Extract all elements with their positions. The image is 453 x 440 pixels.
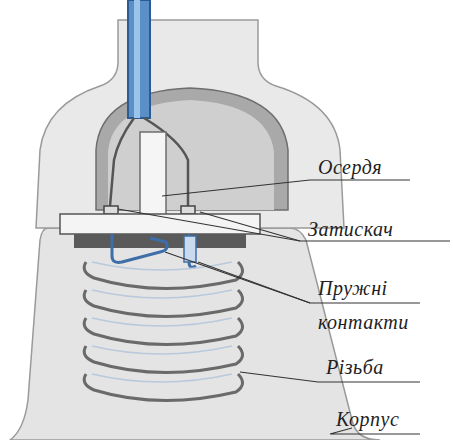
part-label: Корпус bbox=[336, 402, 446, 436]
housing-cap bbox=[36, 20, 344, 228]
thread-turn bbox=[84, 290, 242, 317]
part-label: Пружні контакти bbox=[318, 271, 446, 339]
thread-line bbox=[92, 318, 232, 326]
part-label: Різьба bbox=[326, 350, 436, 384]
thread-inner bbox=[92, 262, 232, 382]
cable-highlight bbox=[134, 0, 140, 118]
screw bbox=[181, 206, 195, 214]
thread-line bbox=[92, 374, 232, 382]
leader-line bbox=[118, 209, 300, 241]
inner-dome bbox=[96, 88, 288, 210]
spring-contact bbox=[184, 236, 196, 262]
thread bbox=[84, 262, 242, 401]
thread-line bbox=[92, 290, 232, 298]
part-label: Затискач bbox=[308, 212, 448, 246]
thread-turn bbox=[84, 262, 242, 289]
thread-line bbox=[92, 346, 232, 354]
part-label: Осердя bbox=[318, 150, 438, 184]
thread-turn bbox=[84, 346, 242, 373]
spring-contact bbox=[112, 234, 167, 262]
leader-line bbox=[162, 180, 410, 196]
core bbox=[140, 132, 166, 216]
leader-lines bbox=[118, 180, 450, 434]
wire bbox=[110, 118, 134, 206]
terminal-plate bbox=[60, 214, 260, 234]
screw bbox=[104, 206, 118, 214]
cable bbox=[128, 0, 150, 118]
thread-turn bbox=[84, 318, 242, 345]
thread-turn bbox=[84, 374, 242, 401]
leader-line bbox=[198, 262, 310, 303]
housing-body bbox=[10, 228, 380, 440]
